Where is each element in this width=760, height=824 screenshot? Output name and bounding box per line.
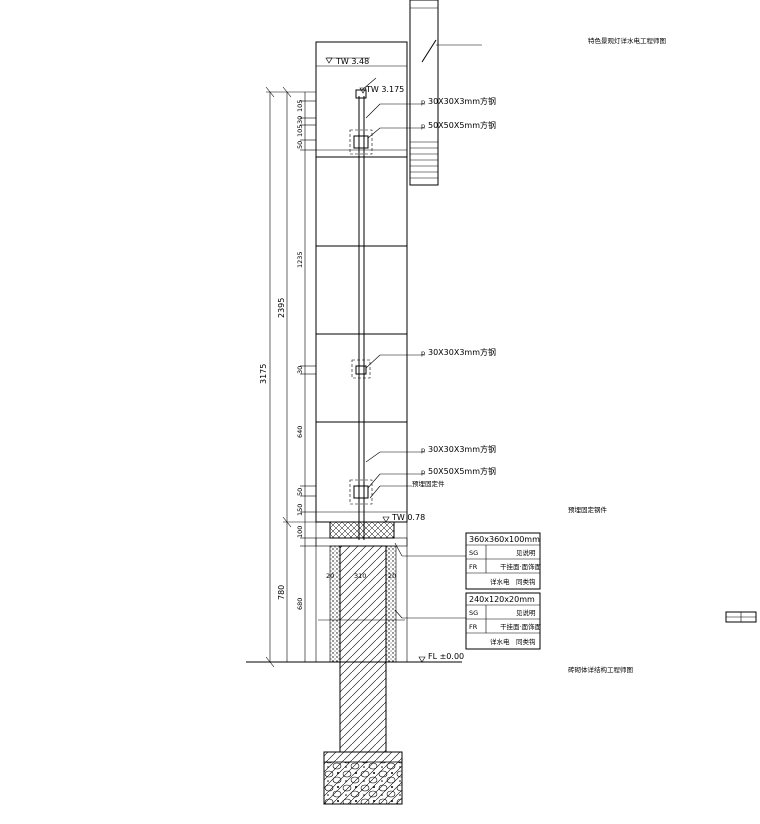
marker-5: p — [421, 468, 425, 476]
legend-table-2 — [465, 592, 541, 650]
level-markers — [325, 57, 426, 663]
note-mid-right: 预埋固定钢件 — [568, 505, 608, 514]
dim-105b: 105 — [296, 125, 304, 137]
legend-table-1 — [465, 532, 541, 590]
dim-680: 680 — [296, 598, 304, 610]
legend2-row2-text: 干挂面·面饰面 — [500, 622, 542, 631]
dim-mid: 2395 — [277, 298, 286, 318]
legend1-row2-code: FR — [469, 563, 478, 571]
legend1-row1-text: 见说明 — [516, 548, 536, 557]
level-tw-low: TW 0.78 — [391, 513, 425, 522]
callout-3: 30X30X3mm方钢 — [428, 347, 496, 357]
legend2-row2-code: FR — [469, 623, 478, 631]
dim-w2: 310 — [354, 572, 366, 580]
dim-105a: 105 — [296, 100, 304, 112]
legend1-row1-code: SG — [469, 549, 478, 557]
dim-1235: 1235 — [296, 251, 304, 268]
legend2-row1-text: 见说明 — [516, 608, 536, 617]
legend2-row3-a: 详水电 — [490, 637, 510, 646]
legend2-row1-code: SG — [469, 609, 478, 617]
dim-30b: 30 — [296, 366, 304, 374]
callout-6: 预埋固定件 — [412, 479, 445, 488]
legend1-row3-a: 详水电 — [490, 577, 510, 586]
dimension-lines — [265, 86, 316, 668]
pier-body — [318, 545, 405, 663]
right-edge-fragment — [725, 611, 757, 623]
marker-1: p — [421, 98, 425, 106]
legend2-row3-b: 同类钩 — [516, 637, 536, 646]
dim-50a: 50 — [296, 141, 304, 149]
legend1-header: 360x360x100mm — [469, 535, 540, 544]
dim-w3: 20 — [388, 572, 396, 580]
level-tw-inner: TW 3.175 — [365, 85, 404, 94]
legend1-row2-text: 干挂面·面饰面 — [500, 562, 542, 571]
dim-total: 3175 — [259, 364, 268, 384]
foundation — [323, 661, 403, 805]
marker-3: p — [421, 349, 425, 357]
dim-640: 640 — [296, 426, 304, 438]
marker-4: p — [421, 446, 425, 454]
level-fl: FL ±0.00 — [428, 652, 464, 661]
adjacent-column — [409, 0, 482, 186]
dim-30a: 30 — [296, 116, 304, 124]
level-tw-top: TW 3.48 — [335, 57, 369, 66]
callout-leaders — [365, 103, 466, 619]
callout-1: 30X30X3mm方钢 — [428, 96, 496, 106]
callout-5: 50X50X5mm方钢 — [428, 466, 496, 476]
note-top-right: 特色景观灯详水电工程师图 — [588, 36, 666, 45]
callout-4: 30X30X3mm方钢 — [428, 444, 496, 454]
dim-150: 150 — [296, 504, 304, 516]
legend2-header: 240x120x20mm — [469, 595, 535, 604]
dim-100: 100 — [296, 526, 304, 538]
note-bottom-right: 砖砌体详结构工程师图 — [568, 665, 633, 674]
callout-2: 50X50X5mm方钢 — [428, 120, 496, 130]
dim-780: 780 — [277, 585, 286, 600]
legend1-row3-b: 同类钩 — [516, 577, 536, 586]
dim-50b: 50 — [296, 488, 304, 496]
dim-w1: 20 — [326, 572, 334, 580]
steel-post — [349, 77, 377, 540]
base-cap — [315, 521, 408, 547]
marker-2: p — [421, 122, 425, 130]
